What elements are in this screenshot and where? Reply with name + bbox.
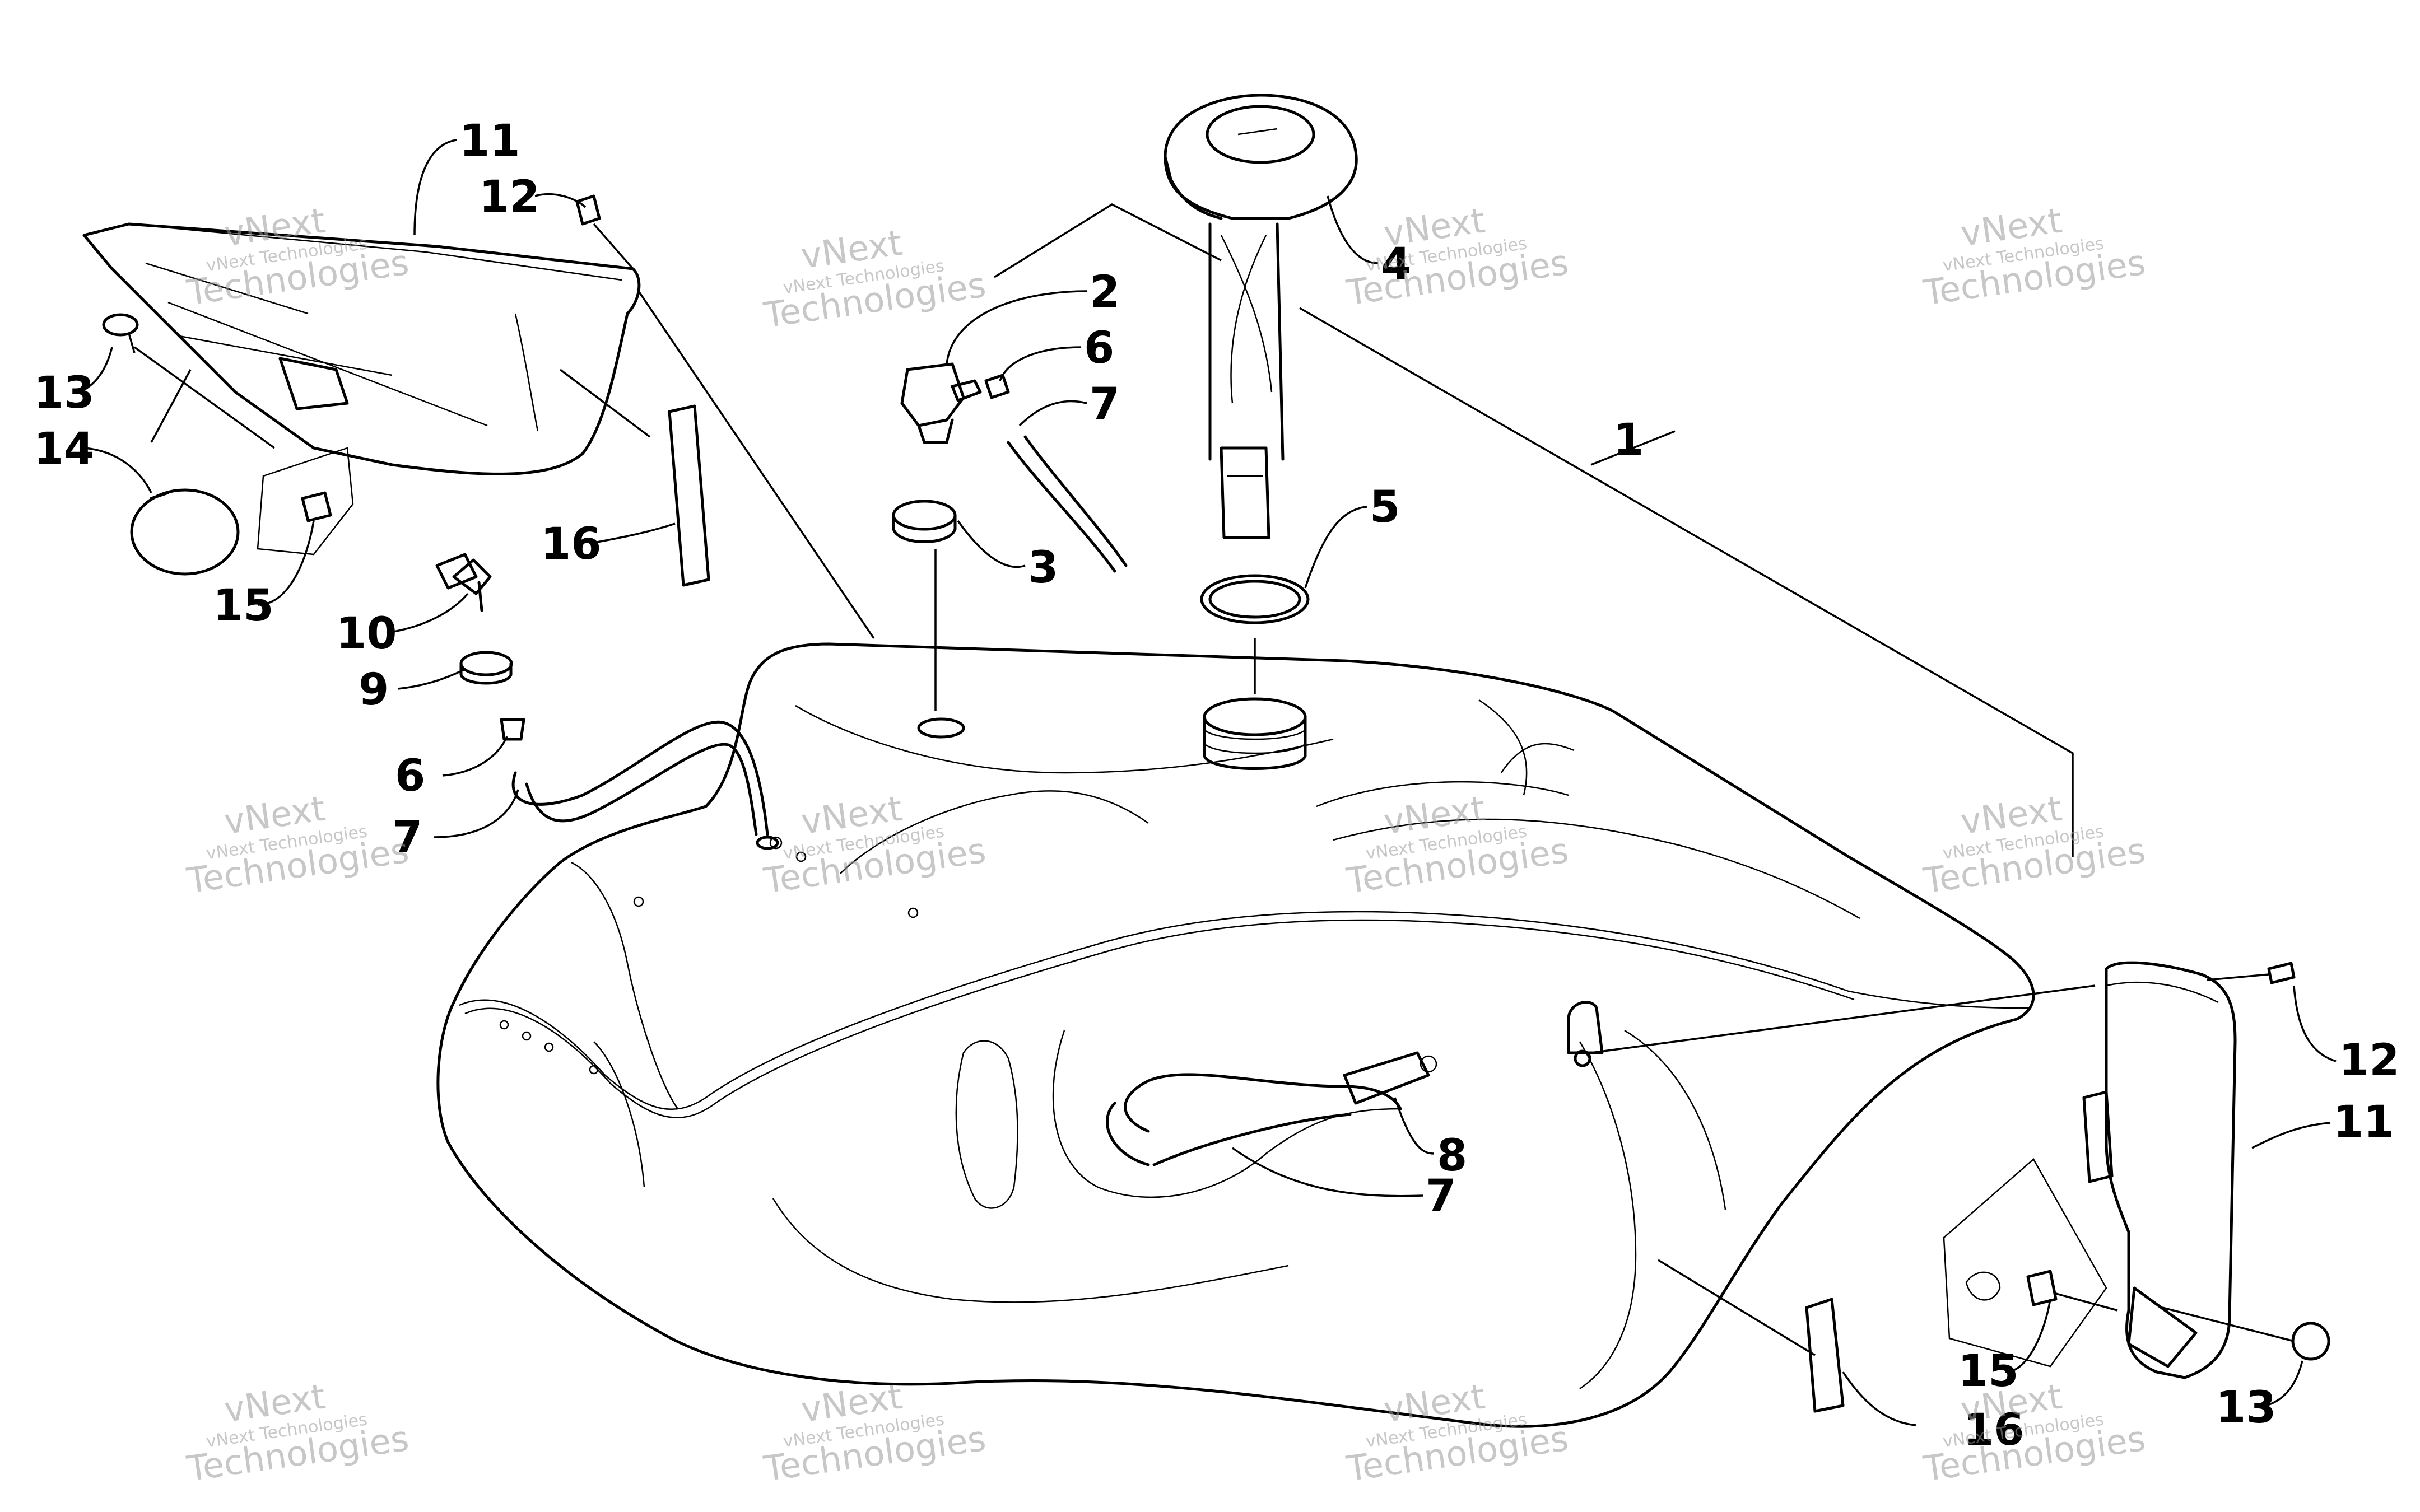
callout-4: 4 <box>1381 239 1411 290</box>
watermark-r2c1: vNext vNext Technologies Technologies <box>184 788 412 902</box>
callout-14: 14 <box>34 424 95 474</box>
leader-lines <box>78 139 2337 1426</box>
callout-6-top: 6 <box>1084 323 1114 374</box>
fuel-gauge-cap-assembly <box>1164 94 1358 694</box>
push-rivet-right <box>2291 1322 2330 1361</box>
pad-right <box>1805 1298 1845 1413</box>
callout-3: 3 <box>1028 543 1058 593</box>
watermark-r1c2: vNext vNext Technologies Technologies <box>761 222 989 336</box>
callout-1: 1 <box>1613 415 1644 465</box>
fuel-tank-body <box>436 642 2035 1428</box>
watermark-r3c3: vNext vNext Technologies Technologies <box>1344 1376 1571 1490</box>
callout-13-left: 13 <box>34 368 95 418</box>
callout-6-left: 6 <box>395 751 425 801</box>
screw-right <box>2267 962 2296 984</box>
callout-16-right: 16 <box>1963 1405 2025 1455</box>
watermark-r1c1: vNext vNext Technologies Technologies <box>184 200 412 314</box>
callout-11-right: 11 <box>2333 1097 2394 1147</box>
callout-labels: 1 2 3 4 5 6 6 7 7 7 8 9 10 11 11 12 12 1… <box>34 116 2400 1455</box>
watermark-r2c2: vNext vNext Technologies Technologies <box>761 788 989 902</box>
left-bracket-plate <box>257 447 354 556</box>
callout-15-right: 15 <box>1958 1346 2019 1397</box>
callout-13-right: 13 <box>2216 1383 2277 1433</box>
fuel-valve-assembly <box>892 362 1128 711</box>
watermark-r2c4: vNext vNext Technologies Technologies <box>1921 788 2148 902</box>
watermark-r1c4: vNext vNext Technologies Technologies <box>1921 200 2148 314</box>
hose-clamp <box>130 488 240 576</box>
callout-11-left: 11 <box>459 116 520 166</box>
vent-hose-assembly <box>435 553 779 850</box>
right-bracket-plate <box>1943 1158 2107 1368</box>
callout-7-top: 7 <box>1090 379 1120 430</box>
screw-left <box>575 194 601 226</box>
callout-15-left: 15 <box>213 581 274 631</box>
pad-left <box>668 404 710 587</box>
callout-7-bottom: 7 <box>1426 1171 1456 1221</box>
watermark-r1c3: vNext vNext Technologies Technologies <box>1344 200 1571 314</box>
callout-5: 5 <box>1370 482 1400 533</box>
callout-12-right: 12 <box>2339 1035 2400 1086</box>
callout-2: 2 <box>1090 267 1120 318</box>
push-rivet-left <box>102 313 139 353</box>
callout-16-left: 16 <box>541 519 602 570</box>
callout-9: 9 <box>359 665 389 715</box>
watermark-r3c4: vNext vNext Technologies Technologies <box>1921 1376 2148 1490</box>
callout-7-left: 7 <box>392 813 422 863</box>
left-side-cover <box>82 222 641 475</box>
callout-12-left: 12 <box>479 172 540 222</box>
callout-10: 10 <box>336 609 397 659</box>
watermark-r2c3: vNext vNext Technologies Technologies <box>1344 788 1571 902</box>
callout-8: 8 <box>1437 1131 1467 1181</box>
watermark-r3c2: vNext vNext Technologies Technologies <box>761 1376 989 1490</box>
watermark-r3c1: vNext vNext Technologies Technologies <box>184 1376 412 1490</box>
right-side-cover <box>2082 961 2237 1379</box>
watermarks: vNext vNext Technologies Technologies vN… <box>184 200 2148 1490</box>
tank-hose <box>1106 1051 1437 1166</box>
